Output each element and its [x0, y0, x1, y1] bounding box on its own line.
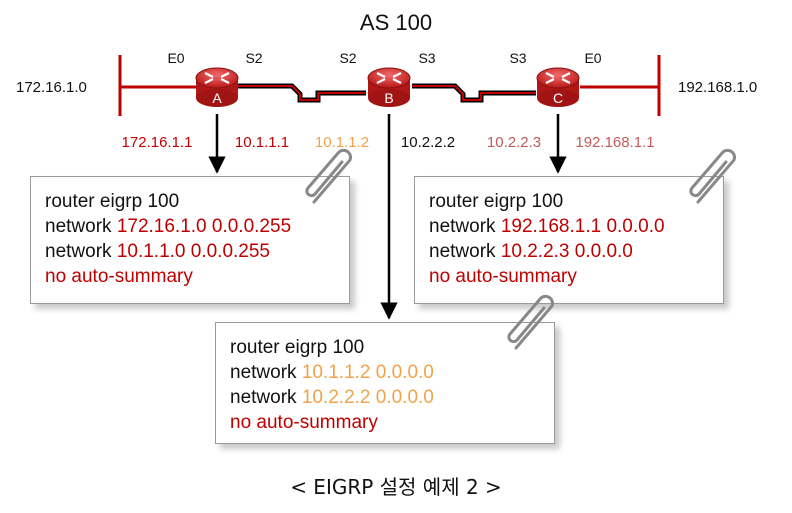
config-a-kw1: network	[45, 216, 112, 237]
router-b-icon	[367, 67, 411, 107]
port-a-e0: E0	[167, 50, 184, 66]
config-b-net2: 10.2.2.2 0.0.0.0	[301, 387, 434, 408]
port-c-s3: S3	[509, 50, 526, 66]
figure-caption: < EIGRP 설정 예제 2 >	[290, 475, 502, 499]
config-b-line1: router eigrp 100	[230, 337, 365, 358]
serial-link-a-b-inner	[238, 85, 366, 101]
right-network-label: 192.168.1.0	[678, 79, 757, 96]
router-a-icon	[195, 67, 239, 107]
config-a-line1: router eigrp 100	[45, 191, 180, 212]
config-b-line2: network 10.1.1.2 0.0.0.0	[230, 360, 540, 385]
router-c-label: C	[553, 90, 563, 106]
config-c-net1: 192.168.1.1 0.0.0.0	[500, 216, 665, 237]
config-a-line2: network 172.16.1.0 0.0.0.255	[45, 214, 335, 239]
serial-link-b-c-inner	[412, 85, 536, 101]
left-network-label: 172.16.1.0	[16, 79, 87, 96]
port-b-s2: S2	[339, 50, 356, 66]
port-b-s3: S3	[418, 50, 435, 66]
right-lan-segment	[580, 55, 661, 116]
config-box-router-c: router eigrp 100 network 192.168.1.1 0.0…	[414, 176, 724, 304]
ip-b-s3: 10.2.2.2	[401, 134, 455, 151]
router-a-label: A	[212, 90, 222, 106]
config-c-net2: 10.2.2.3 0.0.0.0	[500, 241, 633, 262]
ip-b-s2: 10.1.1.2	[315, 134, 369, 151]
router-b-label: B	[384, 90, 393, 106]
config-b-line3: network 10.2.2.2 0.0.0.0	[230, 385, 540, 410]
config-a-line4: no auto-summary	[45, 266, 193, 287]
router-c-icon	[536, 67, 580, 107]
port-c-e0: E0	[584, 50, 601, 66]
config-a-net1: 172.16.1.0 0.0.0.255	[116, 216, 292, 237]
config-c-kw1: network	[429, 216, 496, 237]
config-box-router-b: router eigrp 100 network 10.1.1.2 0.0.0.…	[215, 322, 555, 444]
config-c-kw2: network	[429, 241, 496, 262]
config-c-line3: network 10.2.2.3 0.0.0.0	[429, 239, 709, 264]
config-a-line3: network 10.1.1.0 0.0.0.255	[45, 239, 335, 264]
paperclip-icon	[507, 294, 554, 350]
config-c-line4: no auto-summary	[429, 266, 577, 287]
config-b-net1: 10.1.1.2 0.0.0.0	[301, 362, 434, 383]
ip-a-e0: 172.16.1.1	[122, 134, 193, 151]
paperclip-icon	[305, 148, 352, 204]
config-a-net2: 10.1.1.0 0.0.0.255	[116, 241, 270, 262]
config-c-line1: router eigrp 100	[429, 191, 564, 212]
config-c-line2: network 192.168.1.1 0.0.0.0	[429, 214, 709, 239]
config-box-router-a: router eigrp 100 network 172.16.1.0 0.0.…	[30, 176, 350, 304]
config-b-kw1: network	[230, 362, 297, 383]
config-b-line4: no auto-summary	[230, 412, 378, 433]
config-b-kw2: network	[230, 387, 297, 408]
ip-c-e0: 192.168.1.1	[575, 134, 654, 151]
left-lan-segment	[118, 55, 198, 116]
port-a-s2: S2	[245, 50, 262, 66]
config-a-kw2: network	[45, 241, 112, 262]
paperclip-icon	[689, 148, 736, 204]
diagram-title: AS 100	[360, 10, 432, 35]
ip-a-s2: 10.1.1.1	[235, 134, 289, 151]
ip-c-s3: 10.2.2.3	[487, 134, 541, 151]
